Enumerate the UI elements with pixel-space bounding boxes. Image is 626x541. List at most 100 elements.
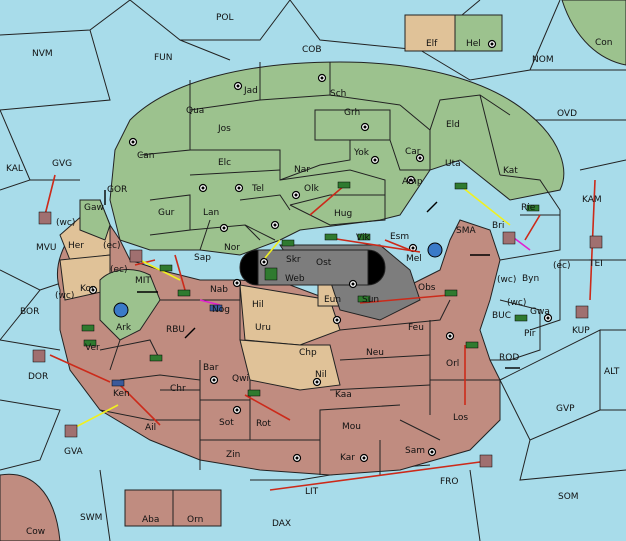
label-Nil: Nil — [315, 370, 327, 380]
label-RBU: RBU — [166, 325, 185, 335]
label-Ark: Ark — [116, 323, 132, 333]
label-SMA: SMA — [456, 226, 476, 236]
label-Mou: Mou — [342, 422, 361, 432]
label-POL: POL — [216, 13, 234, 23]
label-MIT: MIT — [135, 276, 151, 286]
label-Ken: Ken — [113, 389, 130, 399]
label-Vik: Vik — [356, 233, 370, 243]
coast-annotations: (wc) (ec) (ec) (wc) (wc) (wc) (ec) — [55, 218, 571, 308]
label-Olk: Olk — [304, 184, 320, 194]
label-NVM: NVM — [32, 49, 53, 59]
label-Kat: Kat — [503, 166, 518, 176]
label-GVP: GVP — [556, 404, 575, 414]
label-SOM: SOM — [558, 492, 579, 502]
label-Chp: Chp — [299, 348, 317, 358]
label-BOR: BOR — [20, 307, 39, 317]
label-DOR: DOR — [28, 372, 48, 382]
label-BUC: BUC — [492, 311, 511, 321]
label-Esm: Esm — [390, 232, 409, 242]
label-Can: Can — [137, 151, 155, 161]
label-Jad: Jad — [243, 86, 258, 96]
label-LIT: LIT — [305, 487, 319, 497]
annotation-ec: (ec) — [553, 261, 571, 271]
label-KAM: KAM — [582, 195, 602, 205]
label-Ost: Ost — [316, 258, 332, 268]
label-Nab: Nab — [210, 285, 228, 295]
label-Cow: Cow — [26, 527, 45, 537]
label-Chr: Chr — [170, 384, 186, 394]
label-GOR: GOR — [107, 185, 127, 195]
label-Los: Los — [453, 413, 468, 423]
label-KAL: KAL — [6, 164, 23, 174]
label-COB: COB — [302, 45, 322, 55]
label-Kar: Kar — [340, 453, 355, 463]
label-Sap: Sap — [194, 253, 211, 263]
label-Eun: Eun — [324, 295, 341, 305]
label-Qwi: Qwi — [232, 374, 249, 384]
label-Amp: Amp — [402, 177, 423, 187]
label-OVD: OVD — [557, 109, 577, 119]
label-Nar: Nar — [294, 165, 310, 175]
label-ALT: ALT — [604, 367, 620, 377]
label-Lan: Lan — [203, 208, 219, 218]
supply-centers — [88, 39, 553, 463]
green-borders — [139, 62, 511, 251]
label-Yok: Yok — [353, 148, 370, 158]
annotation-ec: (ec) — [103, 241, 121, 251]
label-Qua: Qua — [186, 106, 204, 116]
label-Hil: Hil — [252, 300, 264, 310]
label-Hel: Hel — [466, 39, 481, 49]
label-ROD: ROD — [499, 353, 519, 363]
label-Obs: Obs — [418, 283, 436, 293]
label-Aba: Aba — [142, 515, 159, 525]
label-Gur: Gur — [158, 208, 175, 218]
label-DAX: DAX — [272, 519, 291, 529]
label-TEI: TEI — [588, 259, 603, 269]
label-Uru: Uru — [255, 323, 271, 333]
label-Elf: Elf — [426, 39, 438, 49]
label-FRO: FRO — [440, 477, 459, 487]
label-Rot: Rot — [256, 419, 271, 429]
label-Sch: Sch — [330, 89, 346, 99]
label-Sam: Sam — [405, 446, 425, 456]
annotation-wc: (wc) — [507, 298, 526, 308]
label-Orn: Orn — [187, 515, 203, 525]
label-Uta: Uta — [445, 159, 461, 169]
label-GVG: GVG — [52, 159, 72, 169]
label-Jos: Jos — [217, 124, 231, 134]
annotation-wc: (wc) — [55, 291, 74, 301]
label-GVA: GVA — [64, 447, 84, 457]
label-Feu: Feu — [408, 323, 424, 333]
label-Nor: Nor — [224, 243, 240, 253]
label-Byn: Byn — [522, 274, 539, 284]
label-Ail: Ail — [145, 423, 156, 433]
annotation-wc: (wc) — [56, 218, 75, 228]
red-borders — [99, 169, 561, 475]
label-Kor: Kor — [80, 284, 95, 294]
annotation-wc: (wc) — [497, 275, 516, 285]
label-Gaw: Gaw — [84, 203, 104, 213]
units — [32, 181, 603, 468]
label-FUN: FUN — [154, 53, 173, 63]
annotation-ec: (ec) — [110, 265, 128, 275]
label-Grh: Grh — [344, 108, 360, 118]
label-Ver: Ver — [85, 343, 100, 353]
label-KUP: KUP — [572, 326, 590, 336]
label-Skr: Skr — [286, 255, 301, 265]
land-labels: Elf Hel Jad Sch Qua Jos Grh Eld Can Yok … — [68, 39, 550, 525]
label-Sot: Sot — [219, 418, 234, 428]
label-Nog: Nog — [212, 305, 230, 315]
label-Bar: Bar — [203, 363, 219, 373]
label-Elc: Elc — [218, 158, 231, 168]
label-SWM: SWM — [80, 513, 102, 523]
label-NOM: NOM — [532, 55, 554, 65]
label-MVU: MVU — [36, 243, 57, 253]
label-Kaa: Kaa — [335, 390, 352, 400]
label-Tel: Tel — [251, 184, 264, 194]
label-Gwa: Gwa — [530, 307, 550, 317]
label-Mel: Mel — [406, 254, 422, 264]
label-Sun: Sun — [362, 295, 379, 305]
label-Neu: Neu — [366, 348, 384, 358]
label-Zin: Zin — [226, 450, 240, 460]
